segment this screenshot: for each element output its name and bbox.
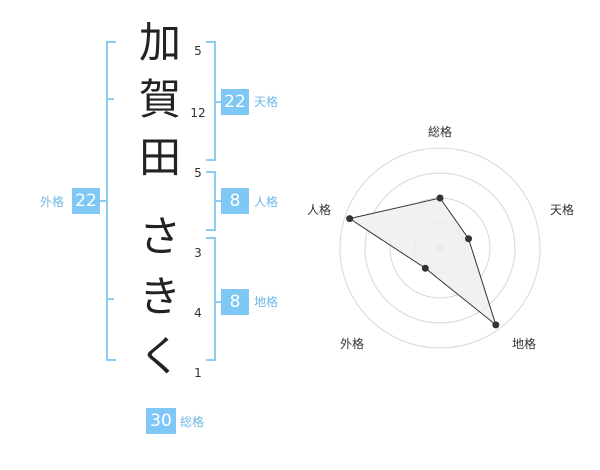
jinkaku-value-box: 8 [221, 188, 249, 214]
radar-axis-label-tenkaku: 天格 [549, 203, 574, 217]
tenkaku-value-box: 22 [221, 89, 249, 115]
tenkaku-connector [214, 101, 222, 103]
tenkaku-label: 天格 [254, 95, 279, 109]
radar-point-5 [346, 215, 354, 223]
gaikaku-label: 外格 [40, 195, 65, 209]
gaikaku-connector [98, 200, 108, 202]
stroke-count-6: 1 [194, 366, 202, 380]
stroke-count-2: 12 [190, 106, 206, 120]
stroke-count-5: 4 [194, 306, 202, 320]
radar-point-3 [492, 321, 500, 329]
radar-point-2 [465, 235, 473, 243]
stroke-count-3: 5 [194, 166, 202, 180]
radar-point-4 [421, 264, 429, 272]
radar-axis-label-gaikaku: 外格 [339, 337, 364, 351]
chikaku-value-box: 8 [221, 289, 249, 315]
stroke-count-4: 3 [194, 246, 202, 260]
radar-axis-label-soukaku: 総格 [427, 125, 452, 139]
gaikaku-tick-2 [106, 298, 114, 300]
chikaku-bracket [206, 237, 216, 361]
name-char-6: く [138, 332, 181, 381]
radar-polygon [348, 197, 497, 327]
jinkaku-label: 人格 [254, 195, 279, 209]
gaikaku-value-box: 22 [72, 188, 100, 214]
radar-axis-label-chikaku: 地格 [511, 337, 536, 351]
name-char-3: 田 [138, 133, 181, 182]
name-char-1: 加 [138, 18, 181, 67]
chikaku-connector [214, 301, 222, 303]
stroke-count-1: 5 [194, 44, 202, 58]
gaikaku-tick-1 [106, 98, 114, 100]
radar-ring-3 [364, 172, 516, 324]
radar-chart [339, 147, 541, 349]
name-char-5: き [138, 272, 181, 321]
radar-point-1 [436, 194, 444, 202]
name-char-2: 賀 [138, 75, 181, 124]
name-char-4: さ [138, 212, 181, 261]
radar-ring-4 [339, 147, 541, 349]
chikaku-label: 地格 [254, 295, 279, 309]
jinkaku-connector [214, 200, 222, 202]
soukaku-value-box: 30 [146, 408, 176, 434]
radar-axis-label-jinkaku: 人格 [306, 203, 331, 217]
soukaku-label: 総格 [180, 415, 205, 429]
